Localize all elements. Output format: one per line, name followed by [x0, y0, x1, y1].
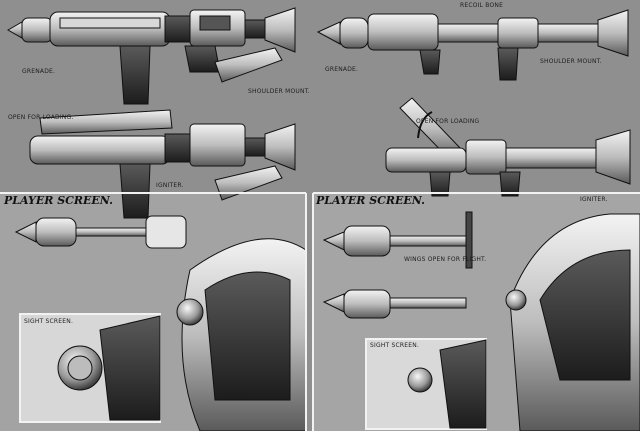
label-open-for-loading-left: OPEN FOR LOADING.	[8, 114, 74, 121]
label-sight-screen-right: SIGHT SCREEN.	[370, 342, 420, 349]
label-grenade-right: GRENADE.	[325, 66, 359, 73]
sight-inset-right-art	[407, 339, 487, 429]
label-igniter-top: IGNITER.	[156, 182, 184, 189]
label-player-screen-left: PLAYER SCREEN.	[4, 194, 113, 207]
first-person-launcher-left	[176, 238, 307, 431]
label-igniter-bottom-left: IGNITER.	[222, 392, 250, 399]
label-open-for-loading-right: OPEN FOR LOADING	[416, 118, 480, 125]
launcher-side-view-closed	[6, 7, 296, 105]
grenade-projectile-right	[322, 211, 473, 319]
launcher-alt-closed	[316, 9, 629, 81]
sight-inset-left-art	[57, 315, 161, 421]
label-shoulder-mount-left: SHOULDER MOUNT.	[248, 88, 310, 95]
label-player-screen-right: PLAYER SCREEN.	[316, 194, 425, 207]
label-wings-open: WINGS OPEN FOR FLIGHT.	[404, 256, 487, 263]
label-shoulder-mount-right: SHOULDER MOUNT.	[540, 58, 602, 65]
first-person-launcher-right	[505, 213, 640, 431]
grenade-projectile-left	[14, 215, 187, 249]
launcher-alt-open	[385, 97, 631, 197]
label-recoil-bone: RECOIL BONE	[460, 2, 504, 9]
label-igniter-bottom-right: IGNITER.	[580, 196, 608, 203]
label-grenade-left: GRENADE.	[22, 68, 56, 75]
label-sight-screen-left: SIGHT SCREEN.	[24, 318, 74, 325]
launcher-side-view-open	[29, 109, 296, 219]
